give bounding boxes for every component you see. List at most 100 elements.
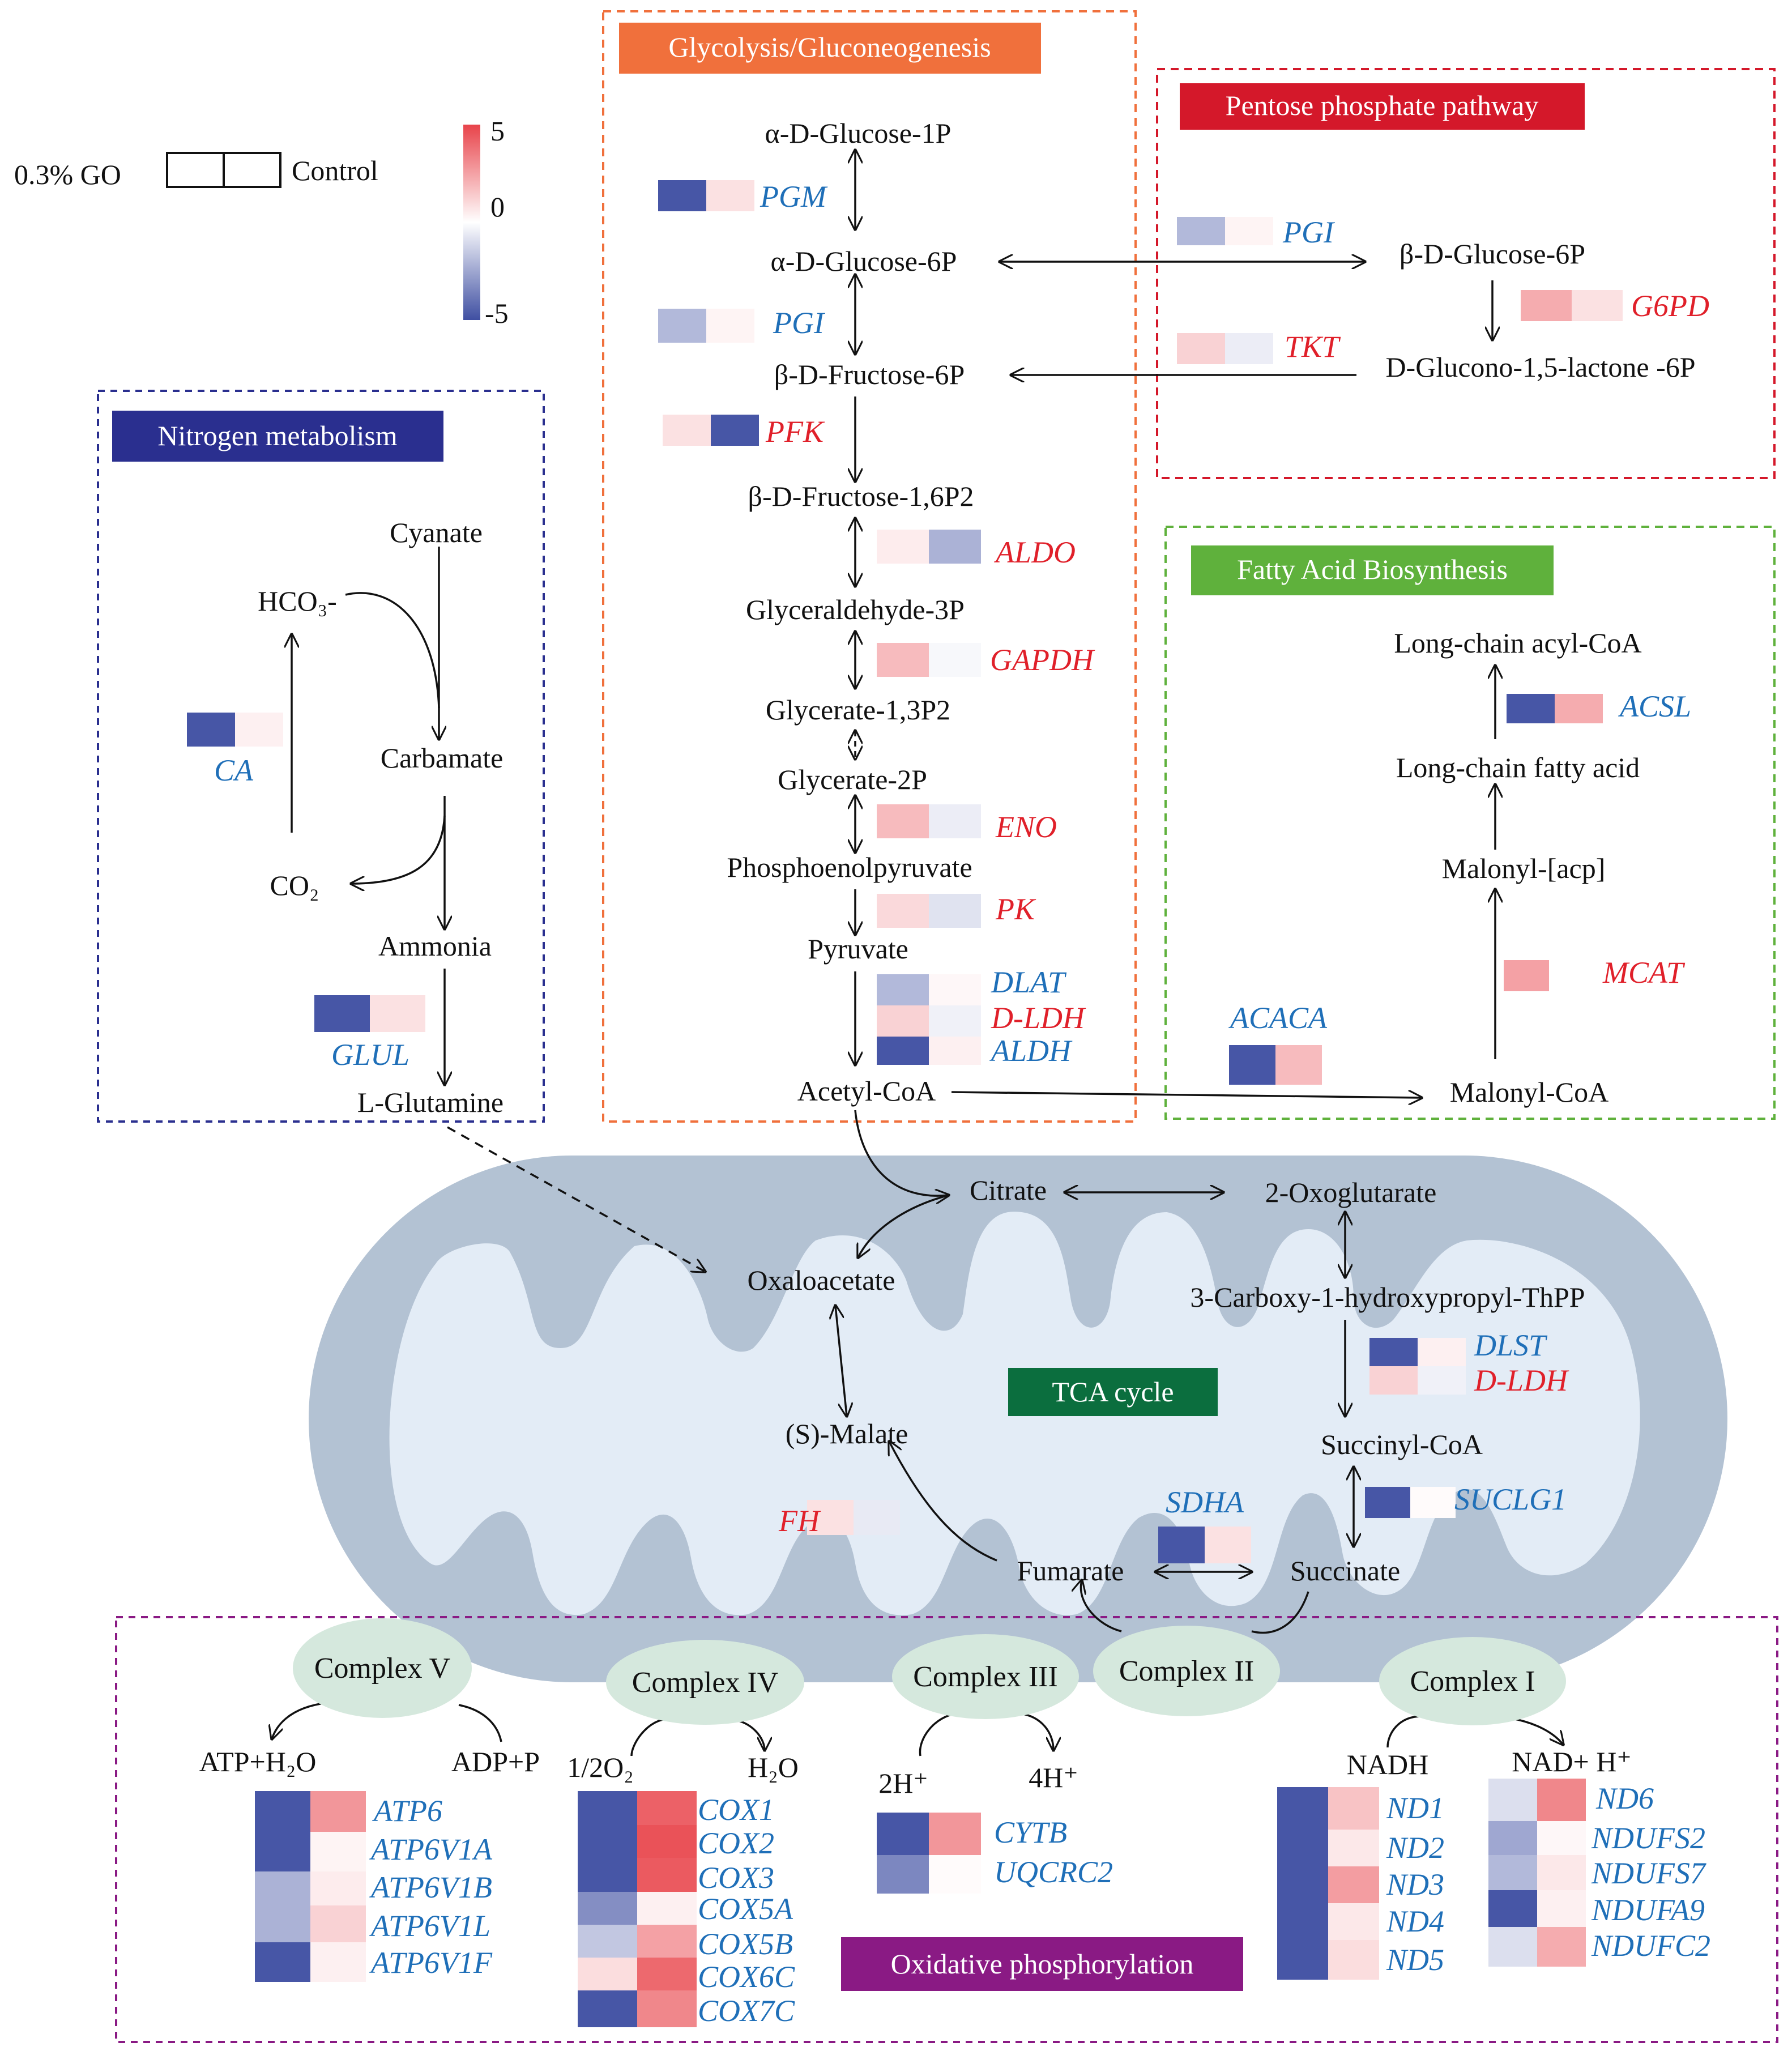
complex-v-ellipse: [293, 1618, 472, 1718]
met-fructose16p2: β-D-Fructose-1,6P2: [748, 480, 974, 512]
gene-cox1-cell-0: [578, 1791, 637, 1825]
met-bglucose6p: β-D-Glucose-6P: [1400, 238, 1585, 270]
pentose-frame: [1156, 68, 1776, 479]
gene-acaca: ACACA: [1228, 1001, 1328, 1085]
gene-dlst-cell-1: [1418, 1338, 1466, 1366]
arrow-oxaloacetate-malate: [835, 1306, 847, 1416]
gene-cox5a-label: COX5A: [698, 1892, 793, 1926]
gene-nd1: ND1: [1277, 1787, 1444, 1830]
gene-sdha-cell-0: [1158, 1527, 1205, 1563]
gene-dldh2-label: D-LDH: [1474, 1363, 1569, 1397]
gene-pk-cell-1: [929, 894, 981, 928]
gene-nd6-cell-0: [1488, 1779, 1537, 1821]
gene-pgi-cell-0: [658, 309, 706, 343]
gene-cox5a-cell-1: [637, 1892, 697, 1925]
met-glucose6p: α-D-Glucose-6P: [771, 245, 957, 277]
gene-nd5: ND5: [1277, 1940, 1444, 1980]
gene-ndufs2-label: NDUFS2: [1591, 1821, 1705, 1855]
gene-nd3-cell-0: [1277, 1866, 1328, 1903]
met-oxoglutarate: 2-Oxoglutarate: [1265, 1176, 1437, 1208]
gene-suclg1-cell-1: [1410, 1487, 1456, 1518]
gene-ndufs2-cell-1: [1537, 1821, 1586, 1855]
arrow-complex4-h2o: [730, 1718, 765, 1750]
gene-atp6v1b-cell-1: [310, 1871, 366, 1905]
gene-atp6v1l: ATP6V1L: [255, 1905, 490, 1943]
gene-dlat: DLAT: [877, 965, 1067, 1005]
gene-mcat: MCAT: [1504, 956, 1686, 991]
gene-nd2: ND2: [1277, 1830, 1444, 1866]
met-nad: NAD+ H⁺: [1512, 1746, 1632, 1777]
gene-acaca-label: ACACA: [1228, 1001, 1328, 1035]
met-malonylcoa: Malonyl-CoA: [1450, 1076, 1609, 1108]
met-malate: (S)-Malate: [786, 1418, 908, 1449]
met-co2: CO₂: [270, 869, 319, 901]
gene-eno-label: ENO: [995, 810, 1057, 844]
gene-uqcrc2-cell-1: [929, 1855, 981, 1894]
met-fructose6p: β-D-Fructose-6P: [774, 359, 965, 390]
gene-ndufa9-cell-0: [1488, 1890, 1537, 1927]
gene-cox5b-cell-1: [637, 1925, 697, 1958]
gene-nd4-cell-0: [1277, 1903, 1328, 1940]
met-glutamine: L-Glutamine: [357, 1086, 504, 1118]
arrow-hco3-carbamate: [345, 592, 440, 709]
met-oxaloacetate: Oxaloacetate: [748, 1264, 895, 1296]
gene-suclg1: SUCLG1: [1365, 1482, 1567, 1518]
met-atph2o: ATP+H₂O: [199, 1746, 317, 1777]
arrow-succinate-complex2: [1251, 1591, 1309, 1634]
gene-pgm-label: PGM: [760, 180, 828, 214]
gene-acsl-cell-0: [1507, 694, 1555, 723]
gene-dlst: DLST: [1369, 1328, 1548, 1366]
met-glyceraldehyde3p: Glyceraldehyde-3P: [746, 594, 965, 625]
arrow-acoa-malonylcoa: [951, 1092, 1422, 1098]
gene-mcat-cell-0: [1504, 960, 1549, 991]
gene-atp6v1a: ATP6V1A: [255, 1832, 493, 1871]
arrow-carbamate-co2: [351, 815, 446, 884]
gene-pfk-label: PFK: [765, 415, 825, 449]
gene-dldh1: D-LDH: [877, 1001, 1086, 1037]
gene-atp6-cell-1: [310, 1791, 366, 1832]
gene-uqcrc2: UQCRC2: [877, 1855, 1113, 1894]
glycolysis-title: Glycolysis/Gluconeogenesis: [668, 31, 991, 63]
gene-nd3-label: ND3: [1386, 1868, 1444, 1901]
complex-ii-ellipse: [1093, 1626, 1280, 1716]
gene-g6pd: G6PD: [1521, 289, 1709, 323]
gene-g6pd-cell-0: [1521, 290, 1572, 321]
gene-acaca-cell-1: [1275, 1045, 1322, 1085]
gene-pgi2-cell-1: [1225, 217, 1273, 245]
gene-ndufs7-label: NDUFS7: [1591, 1856, 1706, 1890]
gene-aldh-cell-0: [877, 1037, 929, 1065]
met-malonylacp: Malonyl-[acp]: [1442, 852, 1606, 884]
section-frames: [97, 10, 1778, 2043]
met-glucono: D-Glucono-1,5-lactone -6P: [1385, 351, 1695, 383]
legend-go-label: 0.3% GO: [14, 159, 121, 190]
gene-dlat-label: DLAT: [991, 965, 1067, 999]
gene-dlat-cell-1: [929, 974, 981, 1005]
gene-nd6: ND6: [1488, 1779, 1654, 1821]
gene-g6pd-cell-1: [1572, 290, 1623, 321]
gene-uqcrc2-label: UQCRC2: [994, 1855, 1113, 1889]
complex-i-label: Complex I: [1410, 1665, 1535, 1698]
gene-atp6v1a-label: ATP6V1A: [369, 1832, 493, 1866]
met-glycerate13p2: Glycerate-1,3P2: [766, 694, 950, 726]
gene-pgi: PGI: [658, 306, 826, 343]
arrow-fumarate-malate: [889, 1442, 997, 1562]
met-halfo2: 1/2O₂: [567, 1751, 633, 1783]
met-hco3: HCO₃-: [258, 585, 337, 617]
gene-cox6c-label: COX6C: [698, 1960, 795, 1994]
gene-dlst-cell-0: [1369, 1338, 1418, 1366]
gene-dlst-label: DLST: [1474, 1328, 1548, 1362]
gene-nd3: ND3: [1277, 1866, 1444, 1903]
gene-atp6-label: ATP6: [372, 1794, 442, 1828]
gene-cox7c-cell-0: [578, 1990, 637, 2027]
arrow-glutamine-oxaloacetate: [447, 1126, 705, 1272]
complexes: Complex V Complex IV Complex III Complex…: [293, 1618, 1566, 1725]
met-4h: 4H⁺: [1029, 1762, 1078, 1793]
gene-aldh: ALDH: [877, 1034, 1073, 1068]
gene-cox1-label: COX1: [698, 1793, 774, 1827]
oxphos-title-box: [841, 1937, 1243, 1991]
gene-cox1-cell-1: [637, 1791, 697, 1825]
gene-atp6v1l-cell-0: [255, 1905, 310, 1942]
arrow-complex4-o2: [630, 1718, 666, 1756]
pentose-title-box: [1180, 83, 1585, 130]
gene-ndufa9-label: NDUFA9: [1591, 1893, 1705, 1927]
